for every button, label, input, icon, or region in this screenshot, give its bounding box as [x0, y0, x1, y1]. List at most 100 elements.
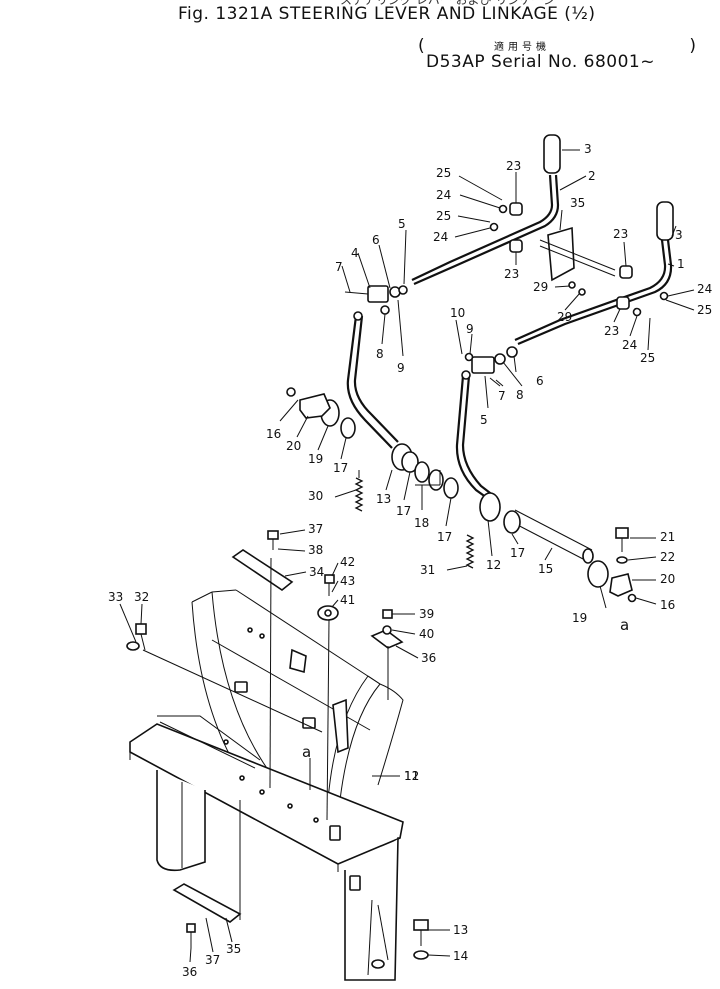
callout: 1: [677, 257, 685, 271]
callout: 17: [437, 530, 452, 544]
shaft-15: [503, 509, 594, 564]
callout: 30: [308, 489, 323, 503]
callout: 24: [436, 188, 451, 202]
callout: 19: [572, 611, 587, 625]
callout: 6: [536, 374, 544, 388]
callout: 25: [436, 209, 451, 223]
callout: 17: [396, 504, 411, 518]
callout: 25: [640, 351, 655, 365]
callout: 5: [480, 413, 488, 427]
frame-12: [129, 589, 404, 981]
bolt-42: [324, 574, 335, 596]
callout: 35: [226, 942, 241, 956]
callout: 25: [436, 166, 451, 180]
washer-41: [317, 605, 339, 621]
callout: 3: [584, 142, 592, 156]
callout: 43: [340, 574, 355, 588]
callout: 29: [533, 280, 548, 294]
callout: 37: [308, 522, 323, 536]
callout: 19: [308, 452, 323, 466]
callout: 6: [372, 233, 380, 247]
spring-left: [354, 470, 364, 512]
callout: 7: [498, 389, 506, 403]
callout: 24: [433, 230, 448, 244]
callout: 29: [557, 310, 572, 324]
callout: 21: [660, 530, 675, 544]
bracket-20-left: [286, 387, 331, 419]
callout: 24: [622, 338, 637, 352]
callout: 20: [660, 572, 675, 586]
bracket-26: [539, 226, 616, 282]
callout: 42: [340, 555, 355, 569]
washers-24: [489, 204, 669, 317]
bolt-33: [267, 530, 279, 550]
callout: 23: [504, 267, 519, 281]
callout: 10: [450, 306, 465, 320]
lever-2: [411, 134, 561, 286]
callout: 23: [604, 324, 619, 338]
clevis-right: [464, 346, 518, 387]
japanese-title: ステアリング レバー および リンケージ: [340, 0, 556, 7]
callout-numbers: 3 3 2 1 35 25 24 25 24 23 23 23 23 24 25…: [108, 142, 712, 979]
bolt-13-14: [413, 919, 429, 960]
callout: 11: [404, 769, 419, 783]
callout: 8: [516, 388, 524, 402]
callout: 34: [309, 565, 324, 579]
spring-right: [465, 534, 475, 569]
callout: 16: [660, 598, 675, 612]
callout: 36: [421, 651, 436, 665]
plate-32: [231, 549, 294, 591]
callout: 33: [108, 590, 123, 604]
callout: 13: [453, 923, 468, 937]
callout: 5: [398, 217, 406, 231]
callout: 18: [414, 516, 429, 530]
callout: 23: [613, 227, 628, 241]
callout: 39: [419, 607, 434, 621]
callout: 17: [510, 546, 525, 560]
callout: 35: [570, 196, 585, 210]
bracket-20-right: [609, 573, 637, 603]
callout: 7: [335, 260, 343, 274]
callout: 31: [420, 563, 435, 577]
callout: 41: [340, 593, 355, 607]
figure-title: Fig. 1321A STEERING LEVER AND LINKAGE (½…: [178, 4, 596, 24]
callout: 40: [419, 627, 434, 641]
arm-right: [455, 370, 501, 522]
arm-left: [346, 311, 419, 473]
callout: 9: [466, 322, 474, 336]
bushings-23: [509, 202, 633, 310]
applicable-models-label: 適用号機: [494, 42, 550, 53]
callout: 12: [404, 769, 419, 783]
leader-lines: [119, 149, 695, 963]
callout: 32: [134, 590, 149, 604]
callout: 22: [660, 550, 675, 564]
bolt-36: [186, 923, 196, 948]
callout: 24: [697, 282, 712, 296]
ref-mark: a: [620, 616, 629, 634]
bolt-39: [382, 609, 393, 635]
clevis-left: [344, 285, 408, 315]
callout: 3: [675, 228, 683, 242]
callout: 36: [182, 965, 197, 979]
callout: 8: [376, 347, 384, 361]
serial-bracket: ( ): [418, 36, 697, 56]
bolt-21-22: [615, 527, 629, 564]
callout: 13: [376, 492, 391, 506]
callout: 17: [333, 461, 348, 475]
callout: 2: [588, 169, 596, 183]
callout: 20: [286, 439, 301, 453]
callout: 14: [453, 949, 468, 963]
callout: 23: [506, 159, 521, 173]
plate-35: [172, 883, 242, 923]
plate-38: [370, 629, 404, 649]
lever-1: [514, 201, 674, 346]
callout: 16: [266, 427, 281, 441]
serial-number: D53AP Serial No. 68001~: [426, 52, 655, 72]
callout: 12: [486, 558, 501, 572]
ref-mark: a: [302, 743, 311, 761]
callout: 38: [308, 543, 323, 557]
callout: 25: [697, 303, 712, 317]
callout: 9: [397, 361, 405, 375]
